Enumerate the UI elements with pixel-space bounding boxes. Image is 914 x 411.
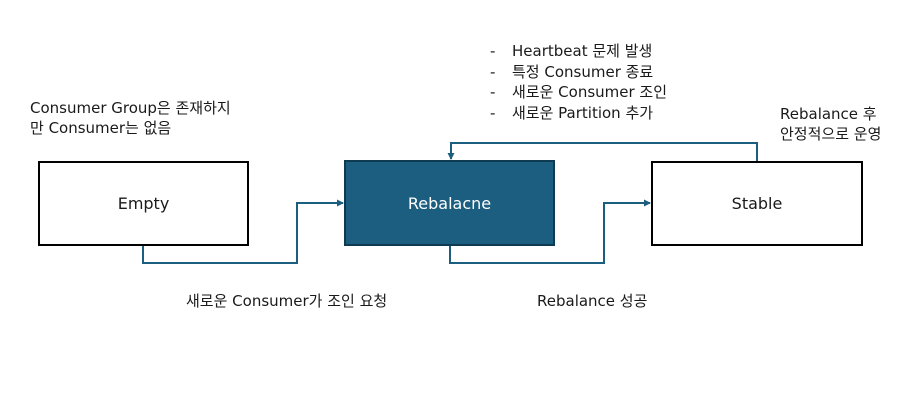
trigger-text: 특정 Consumer 종료 bbox=[512, 62, 654, 81]
trigger-text: 새로운 Partition 추가 bbox=[512, 103, 654, 122]
connector-empty-to-rebalance bbox=[142, 199, 344, 264]
stable-note-line-1: Rebalance 후 bbox=[780, 105, 877, 123]
empty-note-line-1: Consumer Group은 존재하지 bbox=[30, 99, 231, 117]
transition-label-rebalance-success: Rebalance 성공 bbox=[537, 292, 648, 310]
empty-state-note: Consumer Group은 존재하지 만 Consumer는 없음 bbox=[30, 98, 231, 138]
connector-rebalance-to-stable bbox=[449, 199, 651, 264]
trigger-item: -새로운 Partition 추가 bbox=[490, 103, 667, 124]
stable-state-note: Rebalance 후 안정적으로 운영 bbox=[780, 104, 881, 144]
trigger-item: -새로운 Consumer 조인 bbox=[490, 82, 667, 103]
trigger-text: Heartbeat 문제 발생 bbox=[512, 42, 653, 60]
trigger-item: -Heartbeat 문제 발생 bbox=[490, 41, 667, 62]
list-bullet: - bbox=[490, 42, 496, 60]
list-bullet: - bbox=[490, 62, 496, 81]
state-rebalance-label: Rebalacne bbox=[407, 193, 492, 213]
state-stable-box: Stable bbox=[651, 161, 863, 246]
state-rebalance-box: Rebalacne bbox=[344, 160, 555, 246]
connector-stable-to-rebalance bbox=[447, 142, 758, 161]
rebalance-trigger-list: -Heartbeat 문제 발생 -특정 Consumer 종료 -새로운 Co… bbox=[490, 41, 667, 123]
list-bullet: - bbox=[490, 103, 496, 122]
trigger-text: 새로운 Consumer 조인 bbox=[512, 83, 668, 101]
trigger-item: -특정 Consumer 종료 bbox=[490, 62, 667, 83]
state-stable-label: Stable bbox=[731, 194, 783, 213]
transition-label-join-request: 새로운 Consumer가 조인 요청 bbox=[186, 292, 388, 310]
state-empty-box: Empty bbox=[38, 161, 249, 246]
state-empty-label: Empty bbox=[117, 194, 170, 213]
list-bullet: - bbox=[490, 83, 496, 101]
empty-note-line-2: 만 Consumer는 없음 bbox=[30, 119, 172, 137]
stable-note-line-2: 안정적으로 운영 bbox=[780, 125, 882, 143]
